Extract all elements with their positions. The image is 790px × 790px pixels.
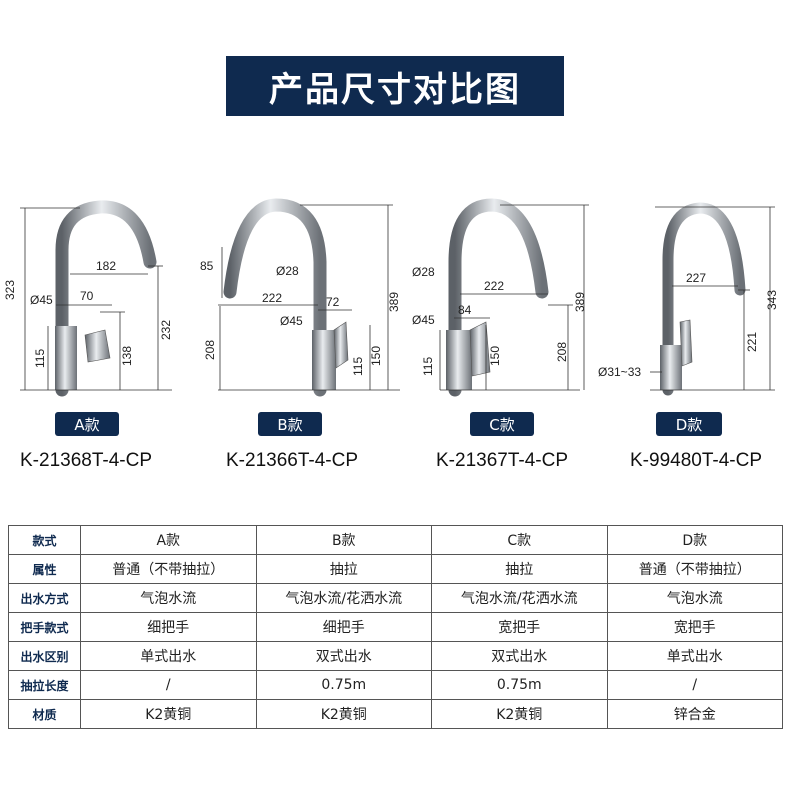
badge-c: C款: [470, 412, 534, 436]
table-cell: 宽把手: [606, 612, 783, 642]
b-dim-pull: 85: [200, 259, 214, 273]
table-cell: 细把手: [80, 612, 257, 642]
table-row: 出水区别 单式出水 双式出水 双式出水 单式出水: [8, 641, 783, 671]
model-a: K-21368T-4-CP: [20, 450, 153, 471]
c-dim-spout-diam: Ø28: [412, 265, 435, 279]
table-cell: 单式出水: [80, 641, 257, 671]
d-dim-spout: 221: [745, 332, 759, 352]
row-label: 材质: [8, 699, 81, 729]
table-row: 材质 K2黄铜 K2黄铜 K2黄铜 锌合金: [8, 699, 783, 729]
c-dim-diam: Ø45: [412, 313, 435, 327]
table-cell: 气泡水流: [606, 583, 783, 613]
c-dim-handle: 84: [458, 303, 472, 317]
table-row: 把手款式 细把手 细把手 宽把手 宽把手: [8, 612, 783, 642]
a-dim-base: 115: [33, 349, 47, 368]
table-cell: /: [80, 670, 257, 700]
b-dim-reach: 222: [262, 291, 282, 305]
badge-d: D款: [656, 412, 722, 436]
a-dim-total: 323: [3, 280, 17, 300]
a-dim-diam: Ø45: [30, 293, 53, 307]
b-dim-base: 115: [351, 357, 365, 376]
title-banner: 产品尺寸对比图: [226, 56, 564, 116]
a-dim-reach: 182: [96, 259, 116, 273]
d-dim-total: 343: [765, 290, 779, 310]
table-cell: 普通（不带抽拉）: [80, 554, 257, 584]
table-cell: 0.75m: [255, 670, 432, 700]
table-cell: 普通（不带抽拉）: [606, 554, 783, 584]
table-header-row: 款式 A款 B款 C款 D款: [8, 525, 783, 555]
table-row: 抽拉长度 / 0.75m 0.75m /: [8, 670, 783, 700]
badge-a: A款: [55, 412, 119, 436]
model-b: K-21366T-4-CP: [226, 450, 359, 471]
table-cell: 0.75m: [431, 670, 608, 700]
table-row: 属性 普通（不带抽拉） 抽拉 抽拉 普通（不带抽拉）: [8, 554, 783, 584]
model-c: K-21367T-4-CP: [436, 450, 569, 471]
a-dim-handle: 70: [80, 289, 94, 303]
table-cell: 双式出水: [431, 641, 608, 671]
table-row: 出水方式 气泡水流 气泡水流/花洒水流 气泡水流/花洒水流 气泡水流: [8, 583, 783, 613]
badge-b: B款: [258, 412, 322, 436]
faucet-c: [439, 198, 589, 397]
table-cell: K2黄铜: [255, 699, 432, 729]
table-cell: 细把手: [255, 612, 432, 642]
d-dim-diam: Ø31~33: [598, 365, 641, 379]
table-cell: 气泡水流/花洒水流: [255, 583, 432, 613]
table-cell: 抽拉: [255, 554, 432, 584]
table-header-cell: D款: [606, 525, 783, 555]
table-cell: 宽把手: [431, 612, 608, 642]
c-dim-lever: 150: [488, 346, 502, 366]
c-dim-base: 115: [421, 357, 435, 376]
b-dim-total: 389: [387, 292, 401, 312]
c-dim-total: 389: [573, 292, 587, 312]
c-dim-right: 208: [555, 342, 569, 362]
row-label: 属性: [8, 554, 81, 584]
row-label: 出水区别: [8, 641, 81, 671]
faucet-a: [20, 200, 172, 397]
d-dim-reach: 227: [686, 271, 706, 285]
table-cell: 双式出水: [255, 641, 432, 671]
page-title: 产品尺寸对比图: [269, 69, 521, 110]
table-header-cell: 款式: [8, 525, 81, 555]
faucet-d: [650, 202, 775, 396]
row-label: 抽拉长度: [8, 670, 81, 700]
table-header-cell: A款: [80, 525, 257, 555]
a-dim-spout: 232: [159, 320, 173, 340]
table-cell: 气泡水流: [80, 583, 257, 613]
b-dim-lever: 150: [369, 346, 383, 366]
table-cell: K2黄铜: [431, 699, 608, 729]
faucet-b: [218, 198, 400, 397]
row-label: 把手款式: [8, 612, 81, 642]
b-dim-left: 208: [203, 340, 217, 360]
b-dim-diam: Ø45: [280, 314, 303, 328]
table-header-cell: B款: [255, 525, 432, 555]
table-cell: 抽拉: [431, 554, 608, 584]
row-label: 出水方式: [8, 583, 81, 613]
table-cell: 单式出水: [606, 641, 783, 671]
table-cell: 气泡水流/花洒水流: [431, 583, 608, 613]
spec-table: 款式 A款 B款 C款 D款 属性 普通（不带抽拉） 抽拉 抽拉 普通（不带抽拉…: [8, 525, 783, 729]
table-cell: 锌合金: [606, 699, 783, 729]
faucet-diagrams: 323 182 Ø45 70 115 138 232 85 Ø28 222 72…: [3, 198, 779, 397]
table-cell: /: [606, 670, 783, 700]
table-cell: K2黄铜: [80, 699, 257, 729]
a-dim-lever: 138: [120, 346, 134, 366]
c-dim-reach: 222: [484, 279, 504, 293]
model-d: K-99480T-4-CP: [630, 450, 763, 471]
table-header-cell: C款: [431, 525, 608, 555]
b-dim-spout-diam: Ø28: [276, 264, 299, 278]
b-dim-handle: 72: [326, 295, 340, 309]
